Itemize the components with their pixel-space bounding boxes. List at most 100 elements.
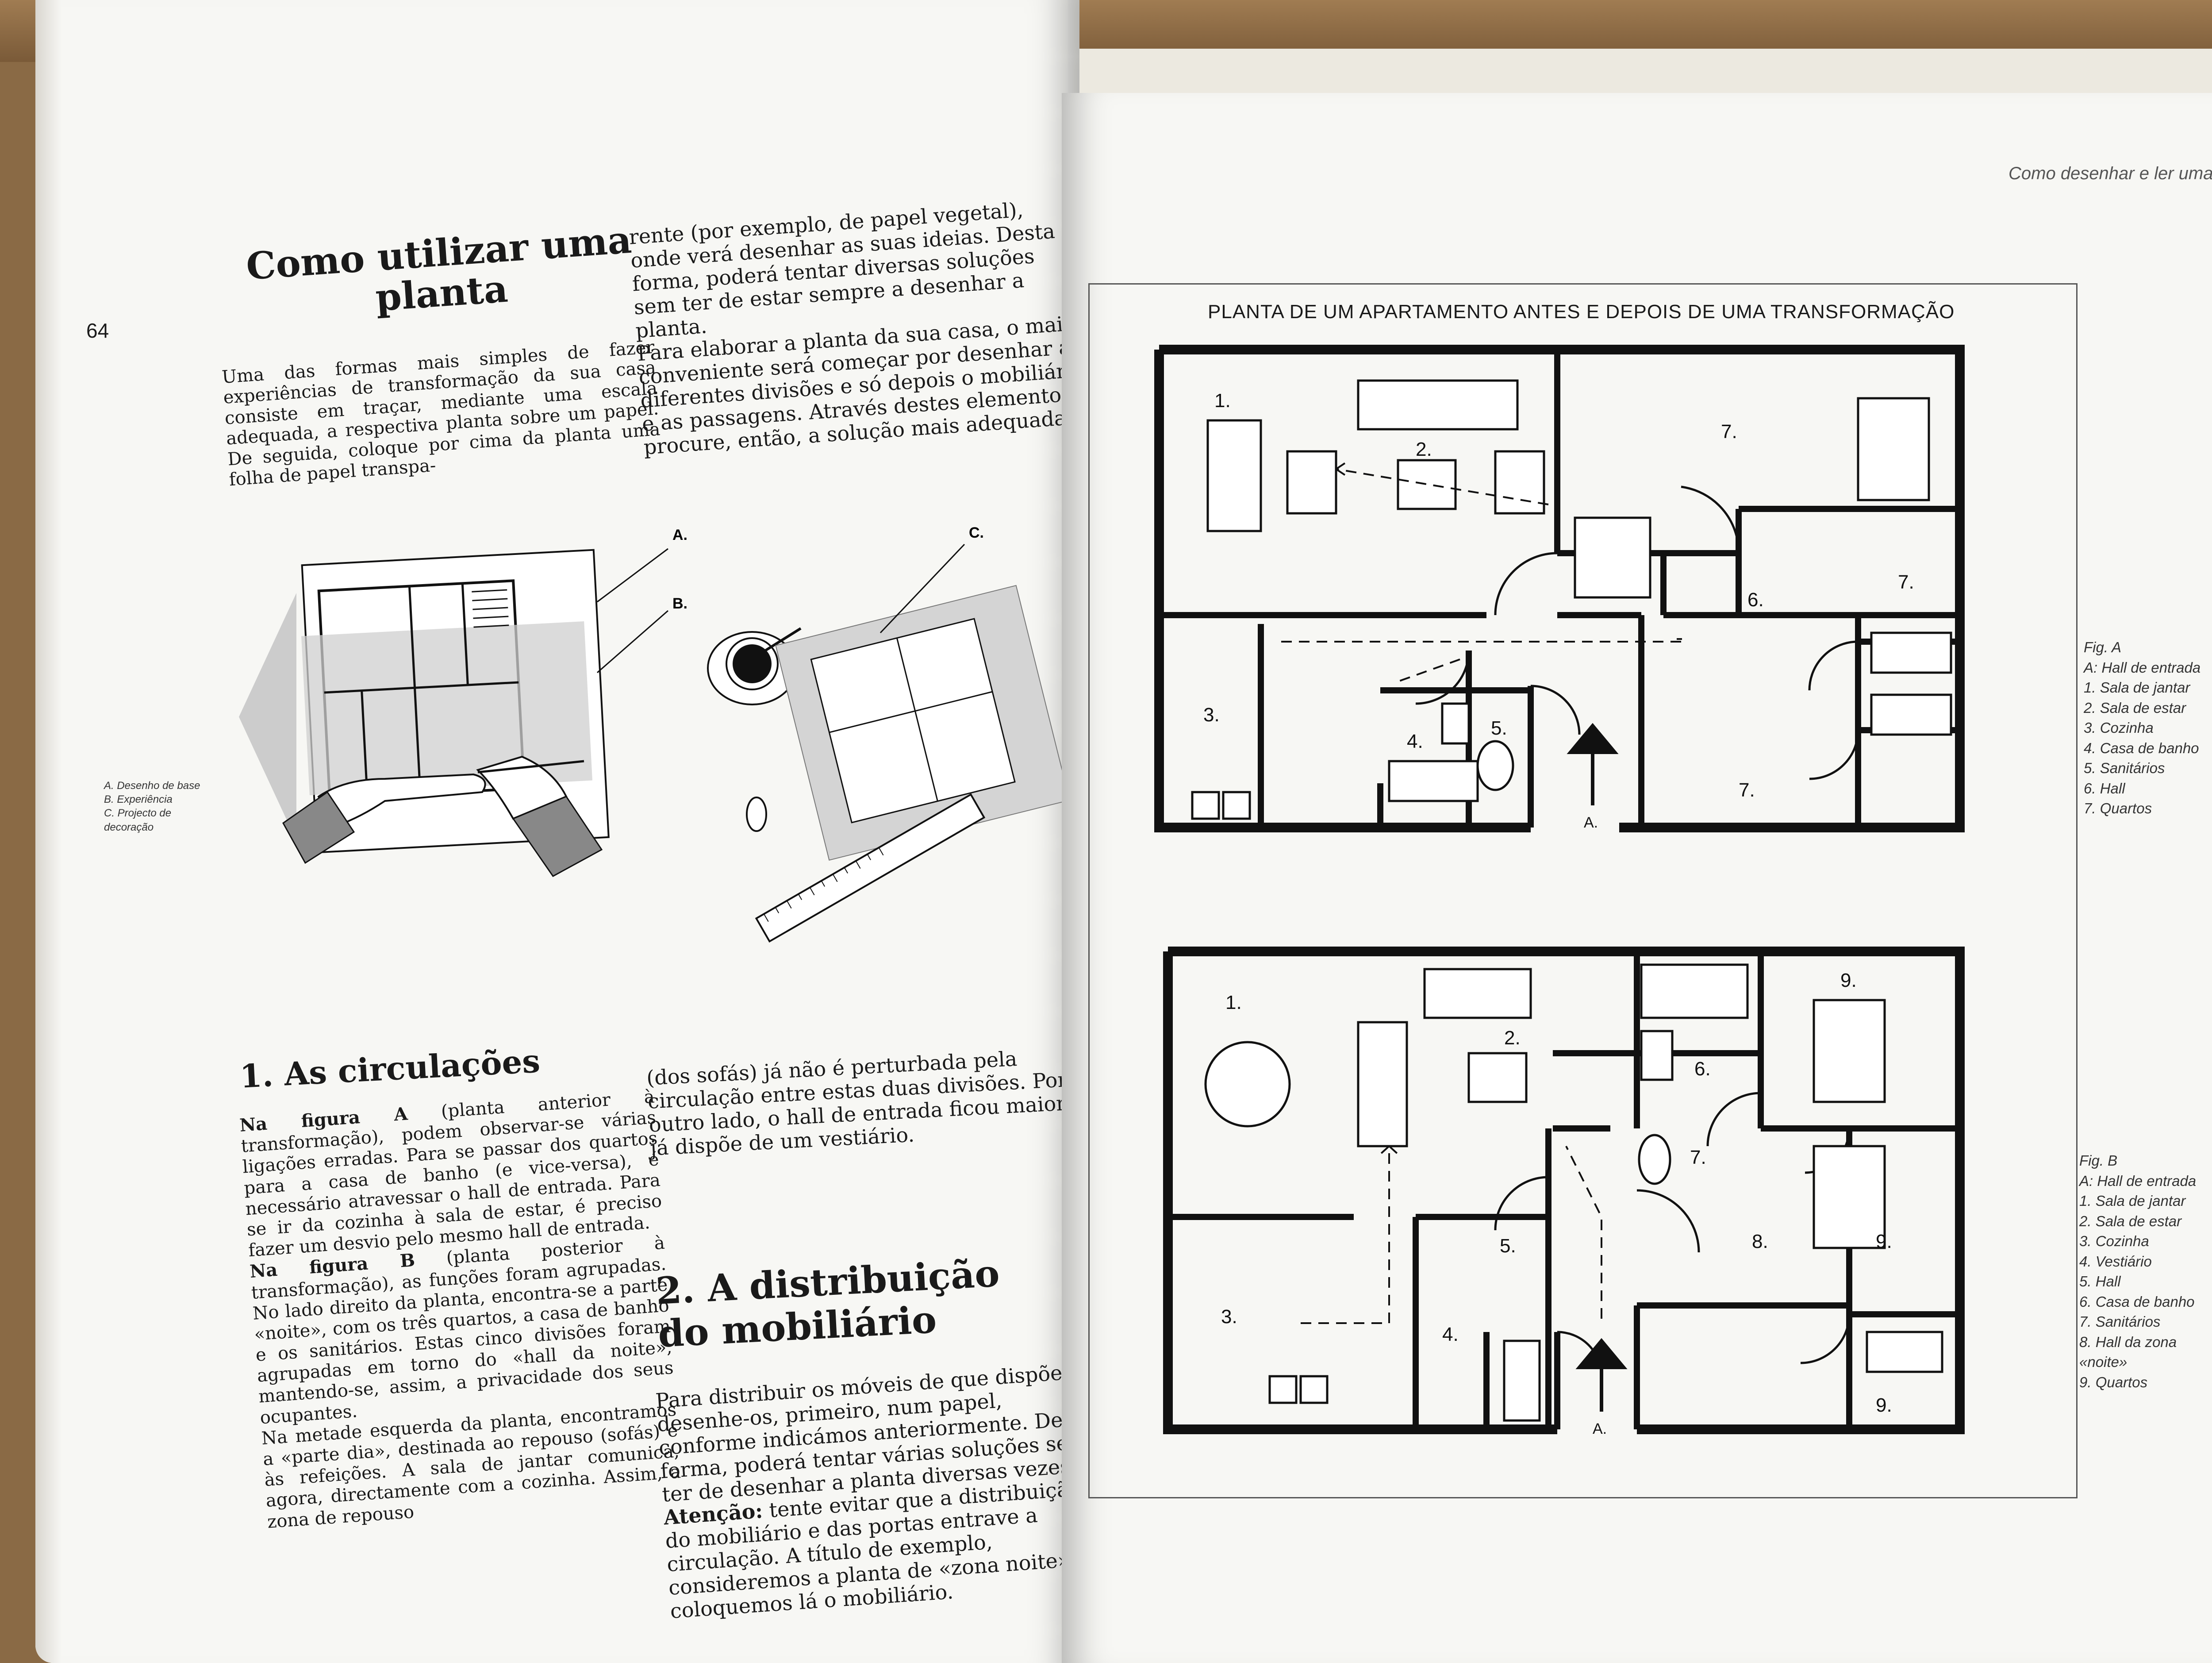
legend-line: 6. Hall <box>2084 780 2125 797</box>
legend-line: Fig. B <box>2079 1152 2118 1169</box>
room-label: 7. <box>1690 1147 1706 1168</box>
section-2-body: Para distribuir os móveis de que dispõe,… <box>655 1359 1079 1623</box>
plan-title: PLANTA DE UM APARTAMENTO ANTES E DEPOIS … <box>1208 301 1955 323</box>
label-a: A. <box>672 527 687 543</box>
left-hand <box>317 773 486 829</box>
tracing-paper <box>301 621 592 796</box>
legend-figure-b: Fig. B A: Hall de entrada 1. Sala de jan… <box>2079 1151 2196 1392</box>
section-1-body: Na figura A (planta anterior à transform… <box>239 1086 683 1532</box>
legend-line: 9. Quartos <box>2079 1374 2148 1390</box>
room-label: 1. <box>1225 992 1242 1013</box>
armchair <box>1286 450 1337 515</box>
legend-line: A: Hall de entrada <box>2079 1172 2197 1189</box>
legend-line: 3. Cozinha <box>2079 1233 2149 1250</box>
section-2-heading: 2. A distribuição do mobiliário <box>654 1251 1001 1356</box>
bed <box>1870 631 1952 674</box>
sofa <box>1423 968 1532 1019</box>
page-edge <box>35 0 62 1663</box>
washbasin <box>1640 1030 1674 1081</box>
section-1-heading: 1. As circulações <box>239 1042 541 1095</box>
coffee-table <box>1397 459 1457 510</box>
pencil <box>477 760 584 774</box>
floor-plan-figure-b: 1. 2. 3. 4. 5. 6. 7. 8. 9. 9. 9. A. <box>1163 947 1965 1437</box>
toilet <box>1476 740 1514 791</box>
eraser <box>746 797 767 832</box>
room-label: 7. <box>1739 779 1755 801</box>
floor-plan-figure-a: 1. 2. 3. 4. 5. 6. 7. 7. 7. A. <box>1154 345 1965 832</box>
ruler-triangle <box>239 593 296 841</box>
room-label: 8. <box>1752 1231 1768 1252</box>
legend-line: 1. Sala de jantar <box>2084 679 2190 696</box>
running-head: Como desenhar e ler uma pla <box>2008 164 2212 183</box>
legend-line: 7. Sanitários <box>2079 1313 2161 1330</box>
entrance-label: A. <box>1593 1420 1607 1437</box>
caption-line: B. Experiência <box>104 793 173 806</box>
washbasin <box>1441 702 1470 745</box>
legend-line: 4. Casa de banho <box>2084 739 2199 756</box>
intro-paragraph: Uma das formas mais simples de fazer exp… <box>221 337 661 490</box>
legend-line: 2. Sala de estar <box>2079 1213 2182 1229</box>
room-label: 2. <box>1416 439 1432 460</box>
room-label: 3. <box>1221 1306 1237 1328</box>
room-label: 7. <box>1721 421 1737 443</box>
bed <box>1870 693 1952 736</box>
legend-line: 8. Hall da zona <box>2079 1333 2177 1350</box>
bed <box>1813 1145 1886 1249</box>
bed <box>1813 999 1886 1103</box>
caption-line: A. Desenho de base <box>104 780 200 792</box>
bed <box>1857 397 1930 501</box>
column-two-text: rente (por exemplo, de papel vegetal), o… <box>628 195 1079 459</box>
section-1-continuation: (dos sofás) já não é perturbada pela cir… <box>645 1047 1079 1160</box>
sink <box>1222 791 1251 820</box>
legend-line: 2. Sala de estar <box>2084 699 2186 716</box>
stove <box>1191 791 1220 820</box>
stove <box>1268 1375 1298 1404</box>
right-page: Como desenhar e ler uma pla PLANTA DE UM… <box>1062 93 2212 1663</box>
caption-line: decoração <box>104 821 154 833</box>
dining-table <box>1206 419 1262 532</box>
room-label: 9. <box>1876 1394 1892 1416</box>
room-label: 4. <box>1407 731 1423 752</box>
illustration-caption: A. Desenho de base B. Experiência C. Pro… <box>104 779 246 834</box>
coffee-table <box>1467 1052 1528 1103</box>
plan-frame <box>1088 283 2078 1498</box>
left-sleeve <box>282 791 355 864</box>
legend-line: 6. Casa de banho <box>2079 1293 2195 1310</box>
room-label: 9. <box>1876 1231 1892 1252</box>
room-label: 5. <box>1500 1235 1516 1257</box>
label-c: C. <box>969 524 984 541</box>
book-cover-edge <box>1062 49 2212 97</box>
sofa <box>1357 1021 1408 1147</box>
tracing-illustration: A. B. C. <box>239 524 1070 943</box>
room-label: 2. <box>1504 1027 1521 1049</box>
label-b: B. <box>672 595 687 612</box>
bathtub <box>1388 760 1479 802</box>
legend-line: 7. Quartos <box>2084 800 2152 817</box>
ruler <box>755 793 986 943</box>
bathtub <box>1640 963 1749 1019</box>
legend-line: 4. Vestiário <box>2079 1253 2152 1270</box>
legend-line: A: Hall de entrada <box>2084 659 2201 676</box>
room-label: 3. <box>1203 704 1220 726</box>
legend-line: 5. Sanitários <box>2084 760 2165 777</box>
sink <box>1299 1375 1329 1404</box>
room-label: 1. <box>1214 390 1231 412</box>
armchair <box>1494 450 1545 515</box>
entrance-label: A. <box>1584 814 1598 831</box>
toilet <box>1638 1134 1671 1185</box>
legend-line: 5. Hall <box>2079 1273 2121 1290</box>
room-label: 4. <box>1442 1324 1459 1345</box>
page-title: Como utilizar uma planta <box>245 217 633 320</box>
room-label: 6. <box>1747 589 1764 611</box>
circulation-path <box>1301 1145 1602 1324</box>
room-label: 7. <box>1898 571 1914 593</box>
spoon <box>764 627 802 652</box>
wardrobe <box>1574 516 1651 599</box>
legend-line: «noite» <box>2079 1354 2128 1370</box>
caption-line: C. Projecto de <box>104 807 172 820</box>
sofa <box>1357 379 1519 431</box>
right-sleeve <box>512 796 603 877</box>
circulation-path <box>1279 459 1682 682</box>
room-label: 9. <box>1840 970 1857 991</box>
wardrobe <box>1503 1340 1541 1422</box>
